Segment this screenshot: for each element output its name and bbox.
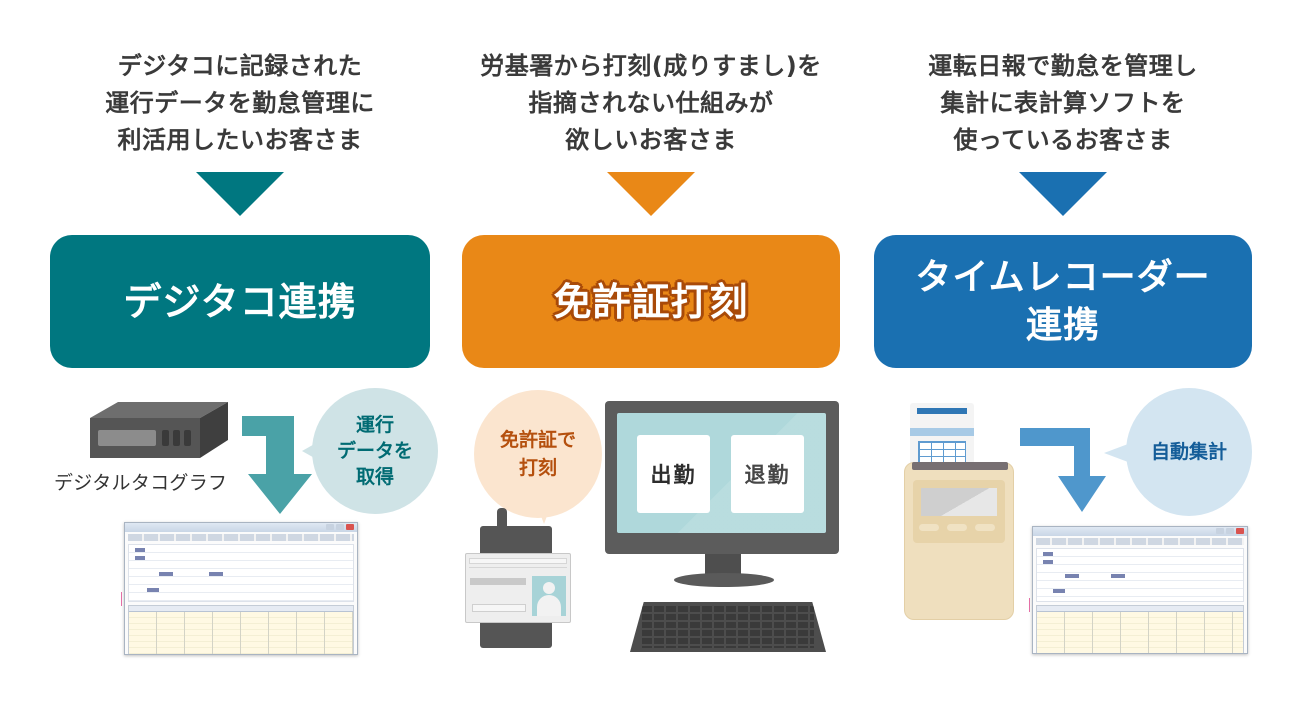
clock-out-button[interactable]: 退勤 xyxy=(731,435,804,513)
lead-line: 欲しいお客さま xyxy=(565,126,737,154)
flow-arrow-icon xyxy=(1020,428,1106,512)
monitor-stand xyxy=(705,554,741,574)
solution-banner-timerecorder[interactable]: タイムレコーダー 連携 xyxy=(874,235,1252,368)
illustration-digitaco: デジタルタコグラフ 運行 データを 取得 xyxy=(50,380,438,680)
bubble-line: 自動集計 xyxy=(1150,441,1227,463)
bubble-line: 運行 xyxy=(355,414,394,436)
column-digitaco: デジタコに記録された 運行データを勤怠管理に 利活用したいお客さま デジタコ連携… xyxy=(50,0,438,722)
lead-line: 指摘されない仕組みが xyxy=(528,89,774,117)
driver-license-card-icon xyxy=(465,553,571,623)
clock-out-label: 退勤 xyxy=(745,459,791,489)
time-recorder-icon xyxy=(904,462,1014,620)
banner-title: 免許証打刻 xyxy=(553,279,749,324)
lead-line: 集計に表計算ソフトを xyxy=(940,89,1186,117)
illustration-timerecorder: 自動集計 xyxy=(874,380,1252,680)
bubble-tail xyxy=(538,508,550,524)
speech-bubble: 免許証で 打刻 xyxy=(474,390,602,518)
banner-title: デジタコ連携 xyxy=(123,279,357,324)
attendance-software-screenshot xyxy=(1032,526,1248,654)
bubble-line: 取得 xyxy=(355,466,394,488)
solution-banner-digitaco[interactable]: デジタコ連携 xyxy=(50,235,430,368)
down-triangle-icon xyxy=(1019,172,1107,216)
bubble-line: 免許証で xyxy=(499,429,576,451)
speech-bubble: 運行 データを 取得 xyxy=(312,388,438,514)
lead-line: 運転日報で勤怠を管理し xyxy=(928,52,1198,80)
column-timerecorder: 運転日報で勤怠を管理し 集計に表計算ソフトを 使っているお客さま タイムレコーダ… xyxy=(874,0,1252,722)
monitor-screen: 出勤 退勤 xyxy=(617,413,826,533)
attendance-software-screenshot xyxy=(124,522,358,655)
lead-line: 運行データを勤怠管理に xyxy=(105,89,375,117)
card-reader-antenna xyxy=(497,508,507,530)
down-triangle-icon xyxy=(196,172,284,216)
digital-tachograph-icon xyxy=(90,402,228,458)
monitor-icon: 出勤 退勤 xyxy=(605,401,839,554)
customer-needs-text: デジタコに記録された 運行データを勤怠管理に 利活用したいお客さま xyxy=(50,48,430,159)
clock-in-label: 出勤 xyxy=(651,459,697,489)
customer-needs-text: 運転日報で勤怠を管理し 集計に表計算ソフトを 使っているお客さま xyxy=(874,48,1252,159)
down-triangle-icon xyxy=(607,172,695,216)
banner-title: タイムレコーダー xyxy=(915,256,1211,298)
lead-line: 使っているお客さま xyxy=(953,126,1173,154)
lead-line: デジタコに記録された xyxy=(117,52,363,80)
speech-bubble: 自動集計 xyxy=(1126,388,1252,516)
decorative-mark xyxy=(121,592,122,606)
customer-needs-text: 労基署から打刻(成りすまし)を 指摘されない仕組みが 欲しいお客さま xyxy=(462,48,840,159)
bubble-line: データを xyxy=(336,440,413,462)
keyboard-icon xyxy=(630,602,826,652)
bubble-tail xyxy=(1104,444,1128,462)
column-license: 労基署から打刻(成りすまし)を 指摘されない仕組みが 欲しいお客さま 免許証打刻… xyxy=(462,0,840,722)
lead-line: 労基署から打刻(成りすまし)を xyxy=(480,52,822,80)
bubble-tail xyxy=(302,442,318,460)
clock-in-button[interactable]: 出勤 xyxy=(637,435,710,513)
solution-banner-license[interactable]: 免許証打刻 xyxy=(462,235,840,368)
decorative-mark xyxy=(1029,598,1030,612)
monitor-base xyxy=(674,573,774,587)
card-slot xyxy=(912,462,1008,470)
device-label: デジタルタコグラフ xyxy=(54,472,228,494)
illustration-license: 免許証で 打刻 出勤 退勤 xyxy=(462,380,840,680)
banner-title: 連携 xyxy=(1025,304,1100,346)
lead-line: 利活用したいお客さま xyxy=(117,126,363,154)
bubble-line: 打刻 xyxy=(518,457,557,479)
flow-arrow-icon xyxy=(242,416,312,514)
